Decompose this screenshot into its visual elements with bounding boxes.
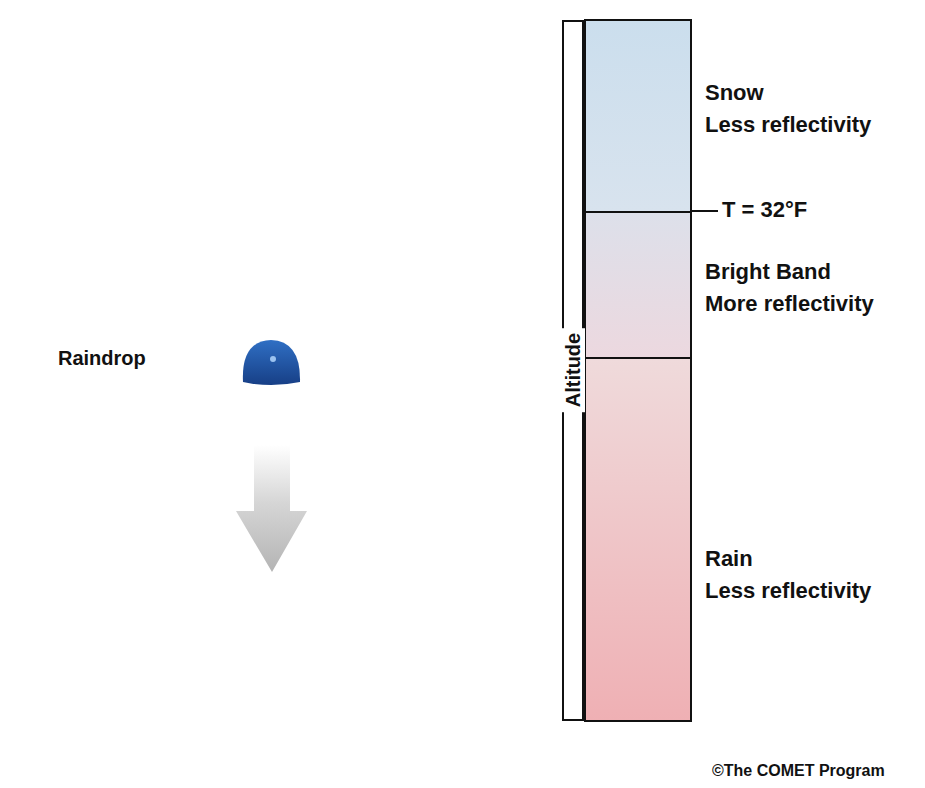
- drop-highlight: [270, 356, 276, 362]
- temperature-label: T = 32°F: [722, 197, 807, 223]
- raindrop: [243, 340, 300, 385]
- band-name: Rain: [705, 543, 871, 575]
- fall-arrow: [236, 445, 307, 572]
- rain-band: RainLess reflectivity: [584, 357, 692, 722]
- freezing-line: [690, 210, 718, 212]
- altitude-bracket: [562, 20, 585, 721]
- band-fill: [584, 19, 692, 213]
- drop-label: Raindrop: [58, 346, 146, 370]
- axis-label: Altitude: [561, 328, 585, 412]
- reflectivity-note: Less reflectivity: [705, 575, 871, 607]
- band-fill: [584, 357, 692, 722]
- band-caption: RainLess reflectivity: [705, 543, 871, 607]
- band-fill: [584, 211, 692, 359]
- reflectivity-note: Less reflectivity: [705, 109, 871, 141]
- bright-band: Bright BandMore reflectivity: [584, 211, 692, 359]
- snow-band: SnowLess reflectivity: [584, 19, 692, 213]
- reflectivity-note: More reflectivity: [705, 288, 874, 320]
- band-name: Snow: [705, 77, 871, 109]
- band-caption: Bright BandMore reflectivity: [705, 256, 874, 320]
- band-caption: SnowLess reflectivity: [705, 77, 871, 141]
- copyright-label: ©The COMET Program: [712, 761, 885, 780]
- band-name: Bright Band: [705, 256, 874, 288]
